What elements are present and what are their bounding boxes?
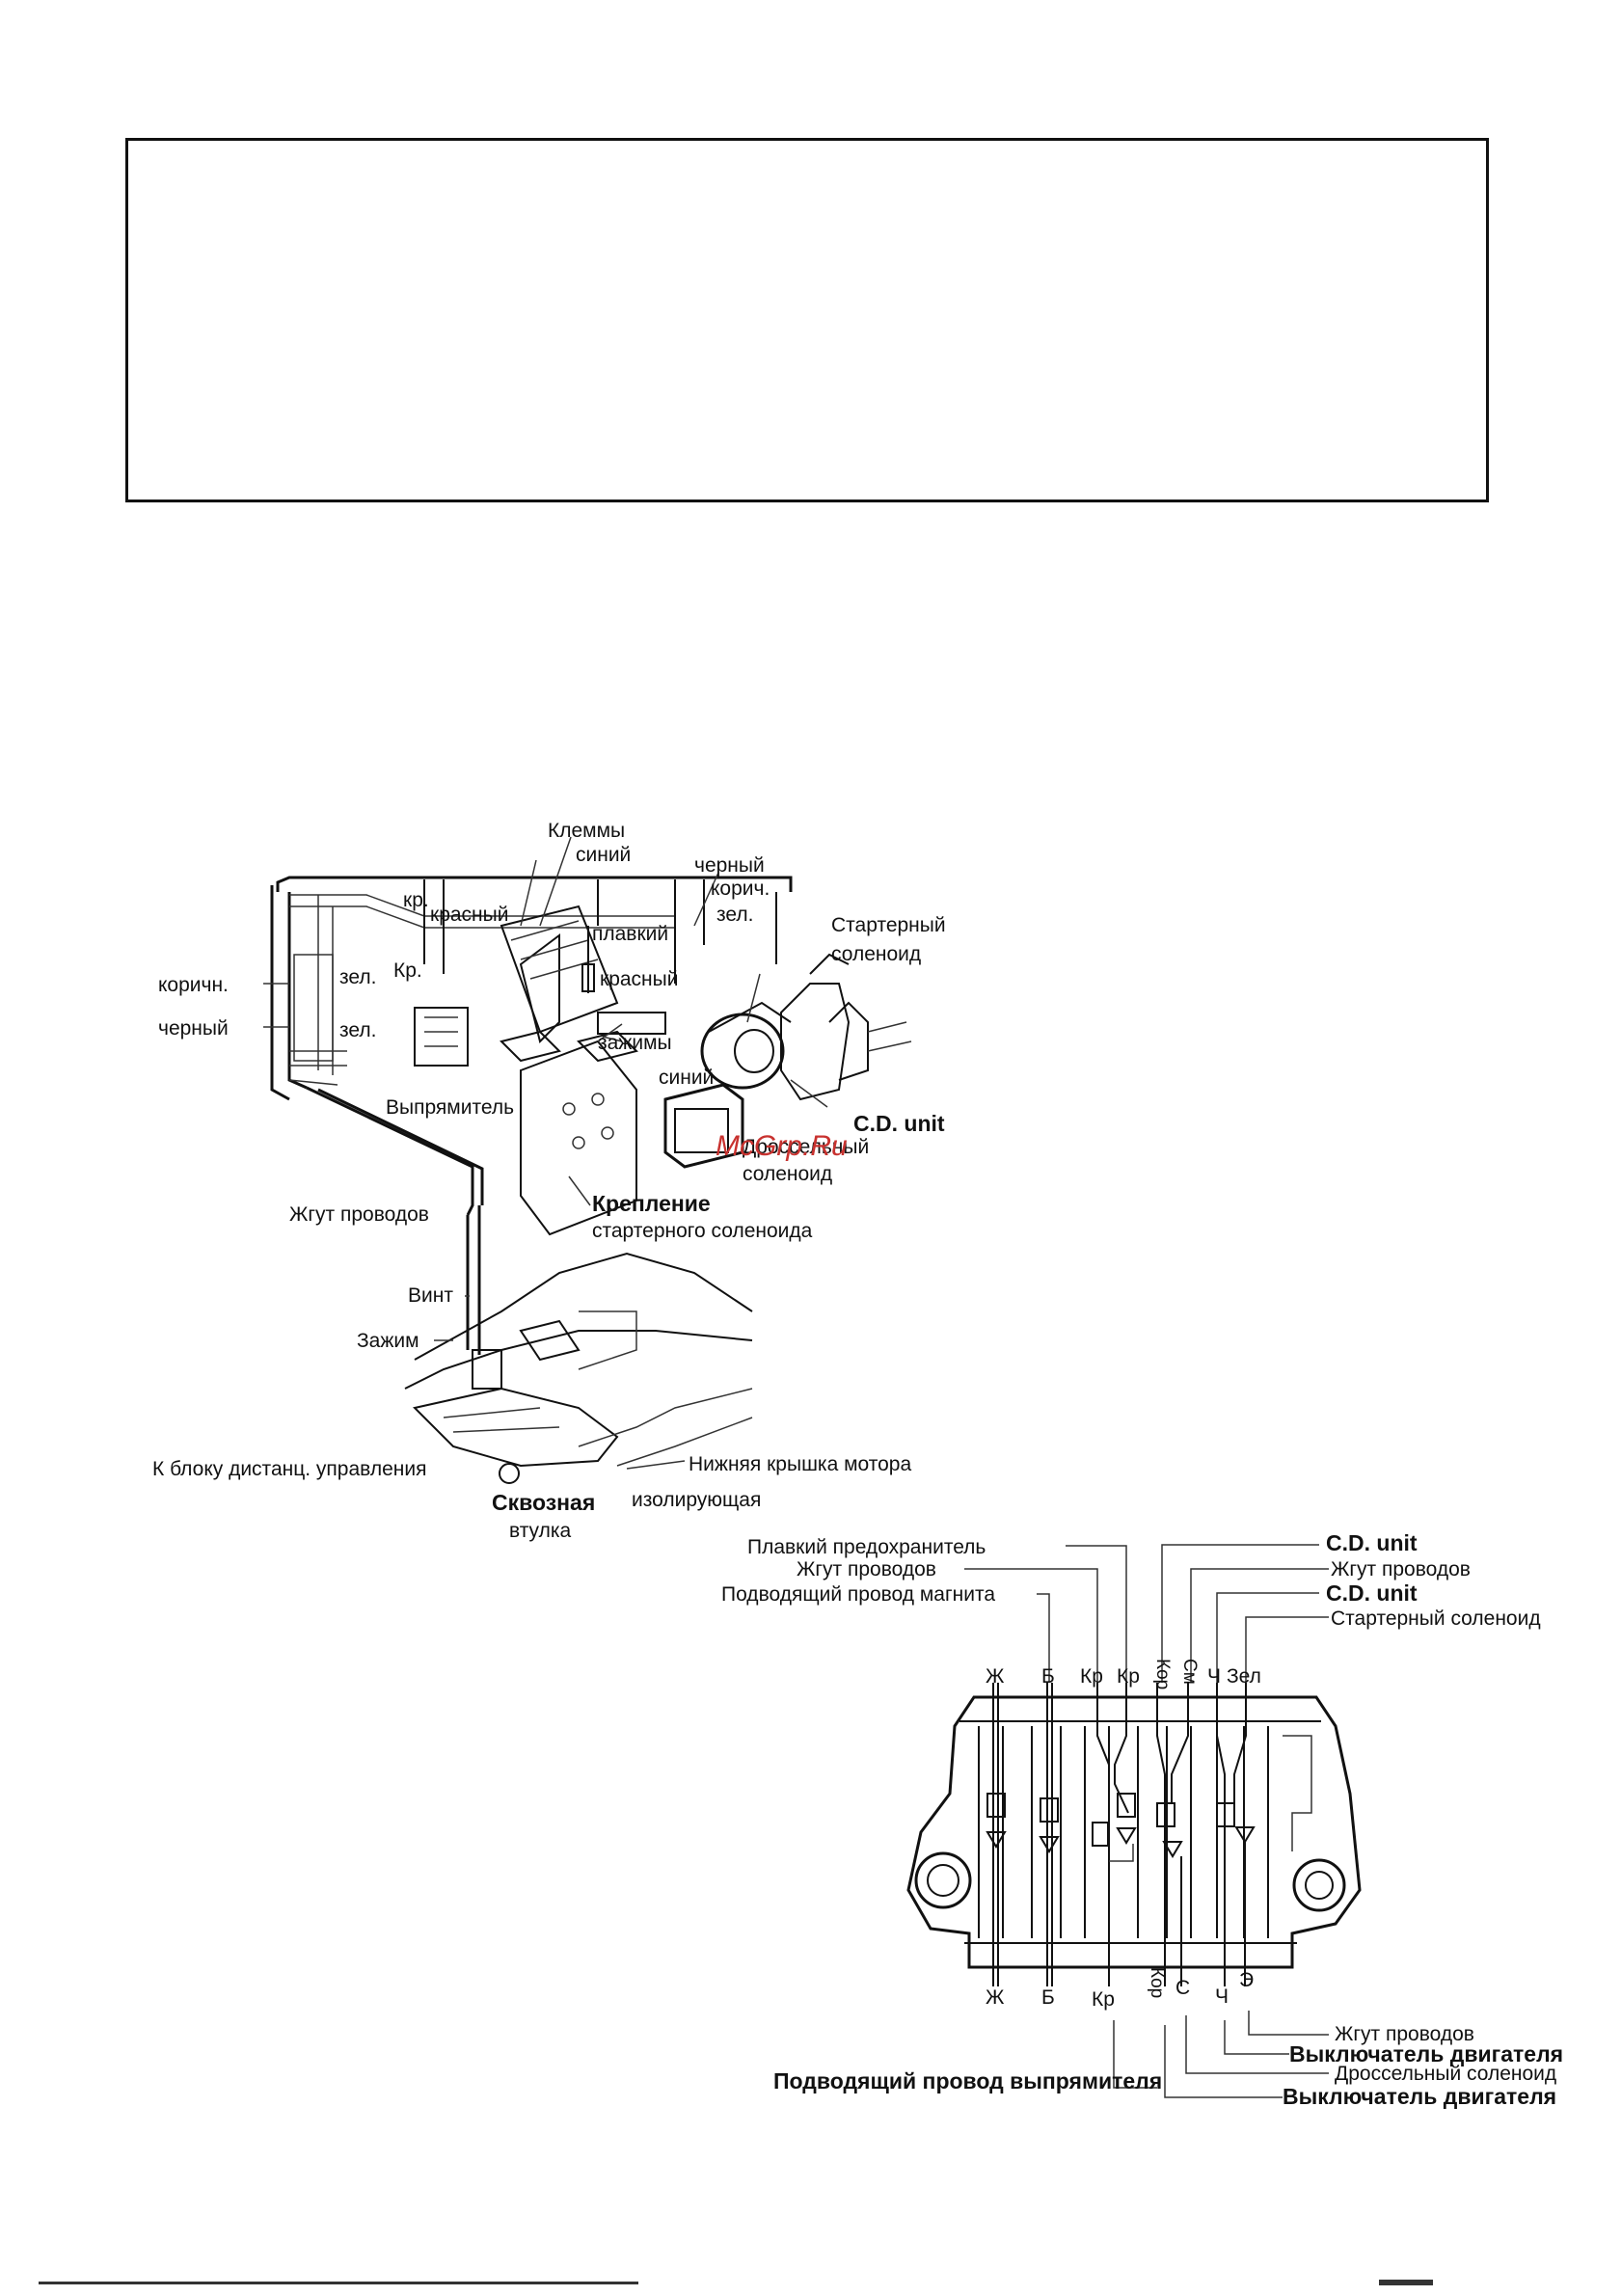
label-izoliruyuschaya: изолирующая xyxy=(632,1489,761,1511)
label-starter-solenoid-1: Стартерный xyxy=(831,914,946,936)
label-korichn-left: коричн. xyxy=(158,974,229,996)
footer-rule xyxy=(39,2282,638,2284)
engine-wiring-diagram xyxy=(263,836,912,1484)
label-kreplenie-sub: стартерного соленоида xyxy=(592,1220,813,1242)
code-bot-b: Б xyxy=(1041,1986,1055,2009)
code-top-sm: См xyxy=(1179,1659,1200,1685)
label-chernyy-top: черный xyxy=(694,854,765,877)
footer-mark xyxy=(1379,2280,1433,2285)
label-vypryamitel: Выпрямитель xyxy=(386,1096,514,1119)
callout-starter: Стартерный соленоид xyxy=(1331,1607,1541,1630)
callout-cd-unit-2: C.D. unit xyxy=(1326,1580,1418,1606)
code-bot-e: Э xyxy=(1239,1969,1254,1991)
label-nizhnyaya: Нижняя крышка мотора xyxy=(689,1453,911,1475)
label-krasnyy-mid: красный xyxy=(600,968,678,990)
label-skvoznaya: Сквозная xyxy=(492,1490,595,1515)
callout-vypryamitelya: Подводящий провод выпрямителя xyxy=(773,2068,1162,2093)
terminal-block-labels: Плавкий предохранитель Жгут проводов Под… xyxy=(721,1530,1563,2109)
code-bot-zh: Ж xyxy=(986,1986,1005,2009)
label-kr2: Кр. xyxy=(393,959,422,982)
engine-wiring-labels: Клеммы синий черный корич. зел. красный … xyxy=(152,820,946,1542)
label-plavkiy: плавкий xyxy=(592,923,668,945)
code-bot-kor: Кор xyxy=(1147,1967,1167,1998)
label-chernyy-left: черный xyxy=(158,1017,229,1040)
code-top-kr1: Кр xyxy=(1080,1665,1103,1688)
code-top-zh: Ж xyxy=(986,1665,1005,1688)
label-kr-top: кр. xyxy=(403,889,429,911)
code-bot-ch: Ч xyxy=(1215,1985,1229,2008)
code-bot-kr: Кр xyxy=(1092,1988,1115,2011)
empty-text-frame xyxy=(125,138,1489,502)
label-zhgut: Жгут проводов xyxy=(289,1203,429,1226)
label-korich-top: корич. xyxy=(711,878,770,900)
terminal-block-diagram xyxy=(906,1544,1362,2098)
label-kreplenie: Крепление xyxy=(592,1191,711,1216)
code-top-kor: Кор xyxy=(1152,1659,1173,1689)
label-siniy-mid: синий xyxy=(659,1067,714,1089)
label-starter-solenoid-2: соленоид xyxy=(831,943,921,965)
label-zel-top: зел. xyxy=(716,904,753,926)
label-vint: Винт xyxy=(408,1284,453,1307)
code-top-zel: Зел xyxy=(1227,1665,1261,1688)
label-drossel-1: Дроссельный xyxy=(743,1136,869,1158)
label-klemmy: Клеммы xyxy=(548,820,625,842)
label-cd-unit: C.D. unit xyxy=(853,1111,945,1136)
callout-zhgut-bottom: Жгут проводов xyxy=(1335,2023,1474,2045)
callout-cd-unit-1: C.D. unit xyxy=(1326,1530,1418,1555)
callout-plavkiy: Плавкий предохранитель xyxy=(747,1536,986,1558)
code-bot-s: С xyxy=(1175,1977,1190,1999)
callout-vyklyuchatel-2: Выключатель двигателя xyxy=(1283,2084,1556,2109)
callout-zhgut-right: Жгут проводов xyxy=(1331,1558,1471,1580)
label-siniy-top: синий xyxy=(576,844,631,866)
code-top-b: Б xyxy=(1041,1665,1055,1688)
code-top-kr2: Кр xyxy=(1117,1665,1140,1688)
callout-vyklyuchatel-1: Выключатель двигателя xyxy=(1289,2041,1563,2066)
callout-zhgut-left: Жгут проводов xyxy=(797,1558,936,1580)
watermark: McGrp.Ru xyxy=(716,1130,848,1162)
label-drossel-2: соленоид xyxy=(743,1163,832,1185)
label-skvoznaya-sub: втулка xyxy=(509,1520,571,1542)
label-zel-left1: зел. xyxy=(339,966,376,988)
callout-drossel: Дроссельный соленоид xyxy=(1335,2063,1556,2085)
code-top-ch: Ч xyxy=(1207,1665,1221,1688)
label-krasnyy-top: красный xyxy=(430,904,508,926)
label-zel-left2: зел. xyxy=(339,1019,376,1041)
label-k-bloku: К блоку дистанц. управления xyxy=(152,1458,426,1480)
label-zazhim: Зажим xyxy=(357,1330,419,1352)
callout-magnita: Подводящий провод магнита xyxy=(721,1583,995,1606)
label-zazhimy: зажимы xyxy=(598,1032,672,1054)
